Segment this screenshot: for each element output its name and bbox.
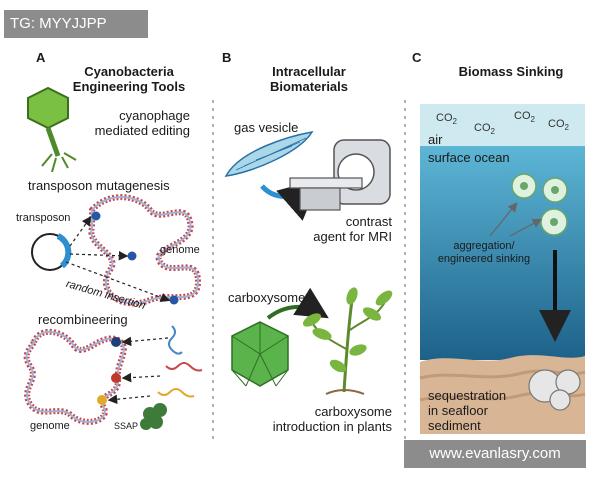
panel-c-label: C	[412, 50, 422, 65]
carboxysome-arrow	[266, 287, 329, 320]
genome-bottom-label: genome	[30, 420, 70, 432]
transposon-mutagenesis-label: transposon mutagenesis	[28, 178, 170, 193]
genome-loop-top-icon	[88, 194, 202, 307]
co2-label-2: CO2	[474, 122, 495, 137]
sequestration-label: sequestration in seafloor sediment	[428, 388, 506, 433]
panel-a-title: Cyanobacteria Engineering Tools	[56, 64, 202, 94]
mri-scanner-icon	[289, 139, 391, 211]
carboxysome-intro-label: carboxysome introduction in plants	[250, 404, 392, 434]
panel-b-title: Intracellular Biomaterials	[244, 64, 374, 94]
aggregation-line2: engineered sinking	[437, 253, 531, 265]
insertion-arrows	[65, 216, 171, 302]
gas-vesicle-icon	[224, 130, 314, 177]
contrast-agent-label: contrast agent for MRI	[300, 214, 392, 244]
aggregation-label: aggregation/ engineered sinking	[430, 240, 538, 266]
aggregation-arrows	[489, 202, 543, 237]
air-label: air	[428, 132, 443, 147]
panel-a-title-line1: Cyanobacteria	[84, 64, 174, 79]
ssap-protein-icon	[140, 403, 167, 430]
watermark-top: TG: MYYJJPP	[4, 10, 148, 38]
panel-b-label: B	[222, 50, 232, 65]
cyanophage-icon	[27, 86, 77, 173]
cyanophage-line1: cyanophage	[119, 108, 190, 123]
genome-top-label: genome	[160, 244, 200, 256]
ssap-label: SSAP	[114, 421, 139, 431]
recombineering-arrows	[107, 325, 203, 405]
panel-dividers	[212, 100, 406, 440]
panel-b-title-line2: Biomaterials	[269, 79, 349, 94]
seq-line1: sequestration	[428, 388, 507, 403]
carboxysome-icon	[231, 321, 289, 387]
cyanophage-line2: mediated editing	[94, 123, 190, 138]
genome-loop-bottom-icon	[23, 329, 127, 425]
surface-ocean-label: surface ocean	[428, 150, 510, 165]
cyanophage-label: cyanophage mediated editing	[82, 108, 190, 138]
panel-b-title-line1: Intracellular	[272, 64, 346, 79]
recombineering-label: recombineering	[38, 312, 128, 327]
seq-line3: sediment	[428, 418, 481, 433]
carboxysome-label: carboxysome	[228, 290, 306, 305]
contrast-line2: agent for MRI	[313, 229, 392, 244]
co2-label-4: CO2	[548, 118, 569, 133]
plant-icon	[302, 287, 393, 395]
seafloor-aggregates-icon	[528, 369, 581, 411]
watermark-bottom: www.evanlasry.com	[404, 440, 586, 468]
aggregation-line1: aggregation/	[453, 240, 515, 252]
transposon-plasmid-icon	[31, 233, 72, 271]
panel-c-title: Biomass Sinking	[458, 64, 564, 79]
intro-line1: carboxysome	[314, 404, 392, 419]
co2-label-1: CO2	[436, 112, 457, 127]
panel-a-title-line2: Engineering Tools	[72, 79, 186, 94]
intro-line2: introduction in plants	[272, 419, 392, 434]
seq-line2: in seafloor	[428, 403, 488, 418]
transposon-label: transposon	[16, 212, 71, 224]
panel-a-label: A	[36, 50, 46, 65]
co2-label-3: CO2	[514, 110, 535, 125]
gas-vesicle-label: gas vesicle	[234, 120, 299, 135]
plankton-aggregates-icon	[511, 173, 568, 236]
contrast-line1: contrast	[345, 214, 392, 229]
